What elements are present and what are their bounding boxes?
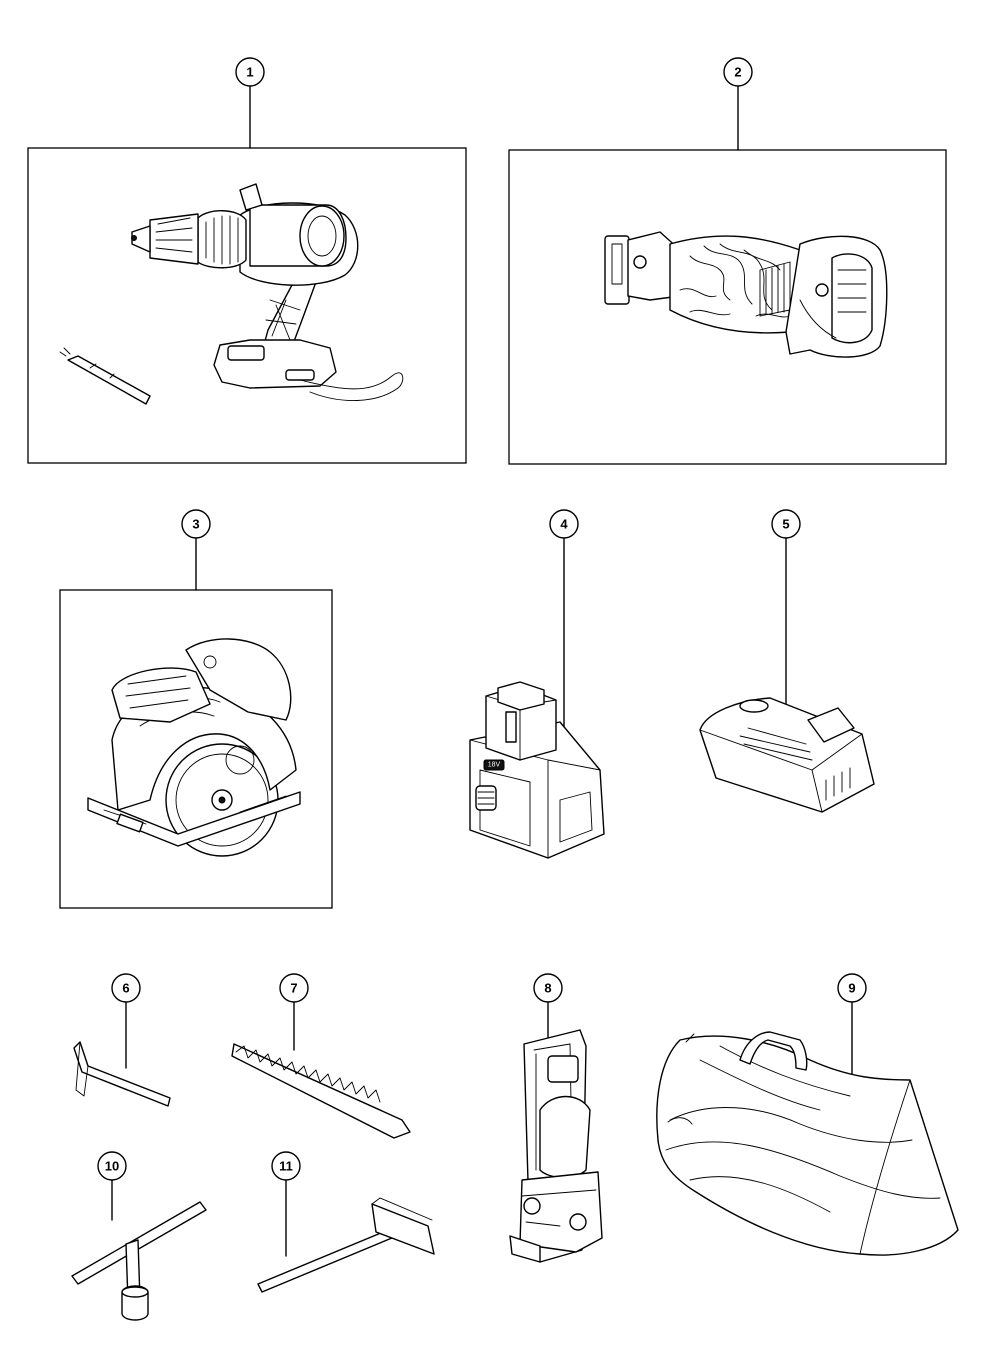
callout-label-3: 3 [192,517,199,532]
callout-circle-6[interactable] [111,973,141,1003]
part-2-frame [508,149,947,465]
part-9-tool-bag: 9 [656,973,959,1256]
charger-illustration [699,697,875,813]
saw-blade-shape [231,1043,411,1139]
callout-label-8: 8 [544,981,551,996]
part-11-rip-fence: 11 [257,1151,435,1293]
callout-label-11: 11 [279,1159,293,1174]
part-3-circular-saw: 3 [59,509,333,909]
part-5-charger: 5 [699,509,875,813]
part-1-frame [27,147,467,464]
rip-fence-shape [257,1197,435,1293]
callout-label-6: 6 [122,981,129,996]
tool-bag-illustration [656,1031,959,1256]
drill-illustration [59,183,404,405]
callout-circle-2[interactable] [723,57,753,87]
callout-label-10: 10 [105,1159,119,1174]
holster-illustration [509,1029,603,1263]
t-wrench-shape [71,1201,207,1321]
battery-badge-text: 18V [488,762,501,769]
part-10-t-wrench: 10 [71,1151,207,1321]
part-2-reciprocating-saw: 2 [508,57,947,465]
callout-label-9: 9 [848,981,855,996]
battery-illustration: 18V [469,681,605,859]
callout-circle-10[interactable] [97,1151,127,1181]
callout-label-5: 5 [782,517,789,532]
callout-circle-5[interactable] [771,509,801,539]
callout-label-1: 1 [246,65,253,80]
callout-circle-11[interactable] [271,1151,301,1181]
callout-circle-4[interactable] [549,509,579,539]
part-1-drill-driver: 1 [27,57,467,464]
callout-circle-1[interactable] [235,57,265,87]
callout-label-2: 2 [734,65,741,80]
callout-circle-7[interactable] [279,973,309,1003]
callout-label-4: 4 [560,517,568,532]
callout-label-7: 7 [290,981,297,996]
circular-saw-illustration [87,638,301,857]
callout-circle-3[interactable] [181,509,211,539]
battery-badge [483,759,505,771]
callout-circle-9[interactable] [837,973,867,1003]
part-6-hex-key: 6 [73,973,171,1107]
part-3-frame [59,589,333,909]
hex-key-shape [73,1041,171,1107]
part-7-saw-blade: 7 [231,973,411,1139]
callout-circle-8[interactable] [533,973,563,1003]
recip-saw-illustration [604,231,888,358]
part-8-holster: 8 [509,973,603,1263]
part-4-battery: 4 18V [469,509,605,859]
